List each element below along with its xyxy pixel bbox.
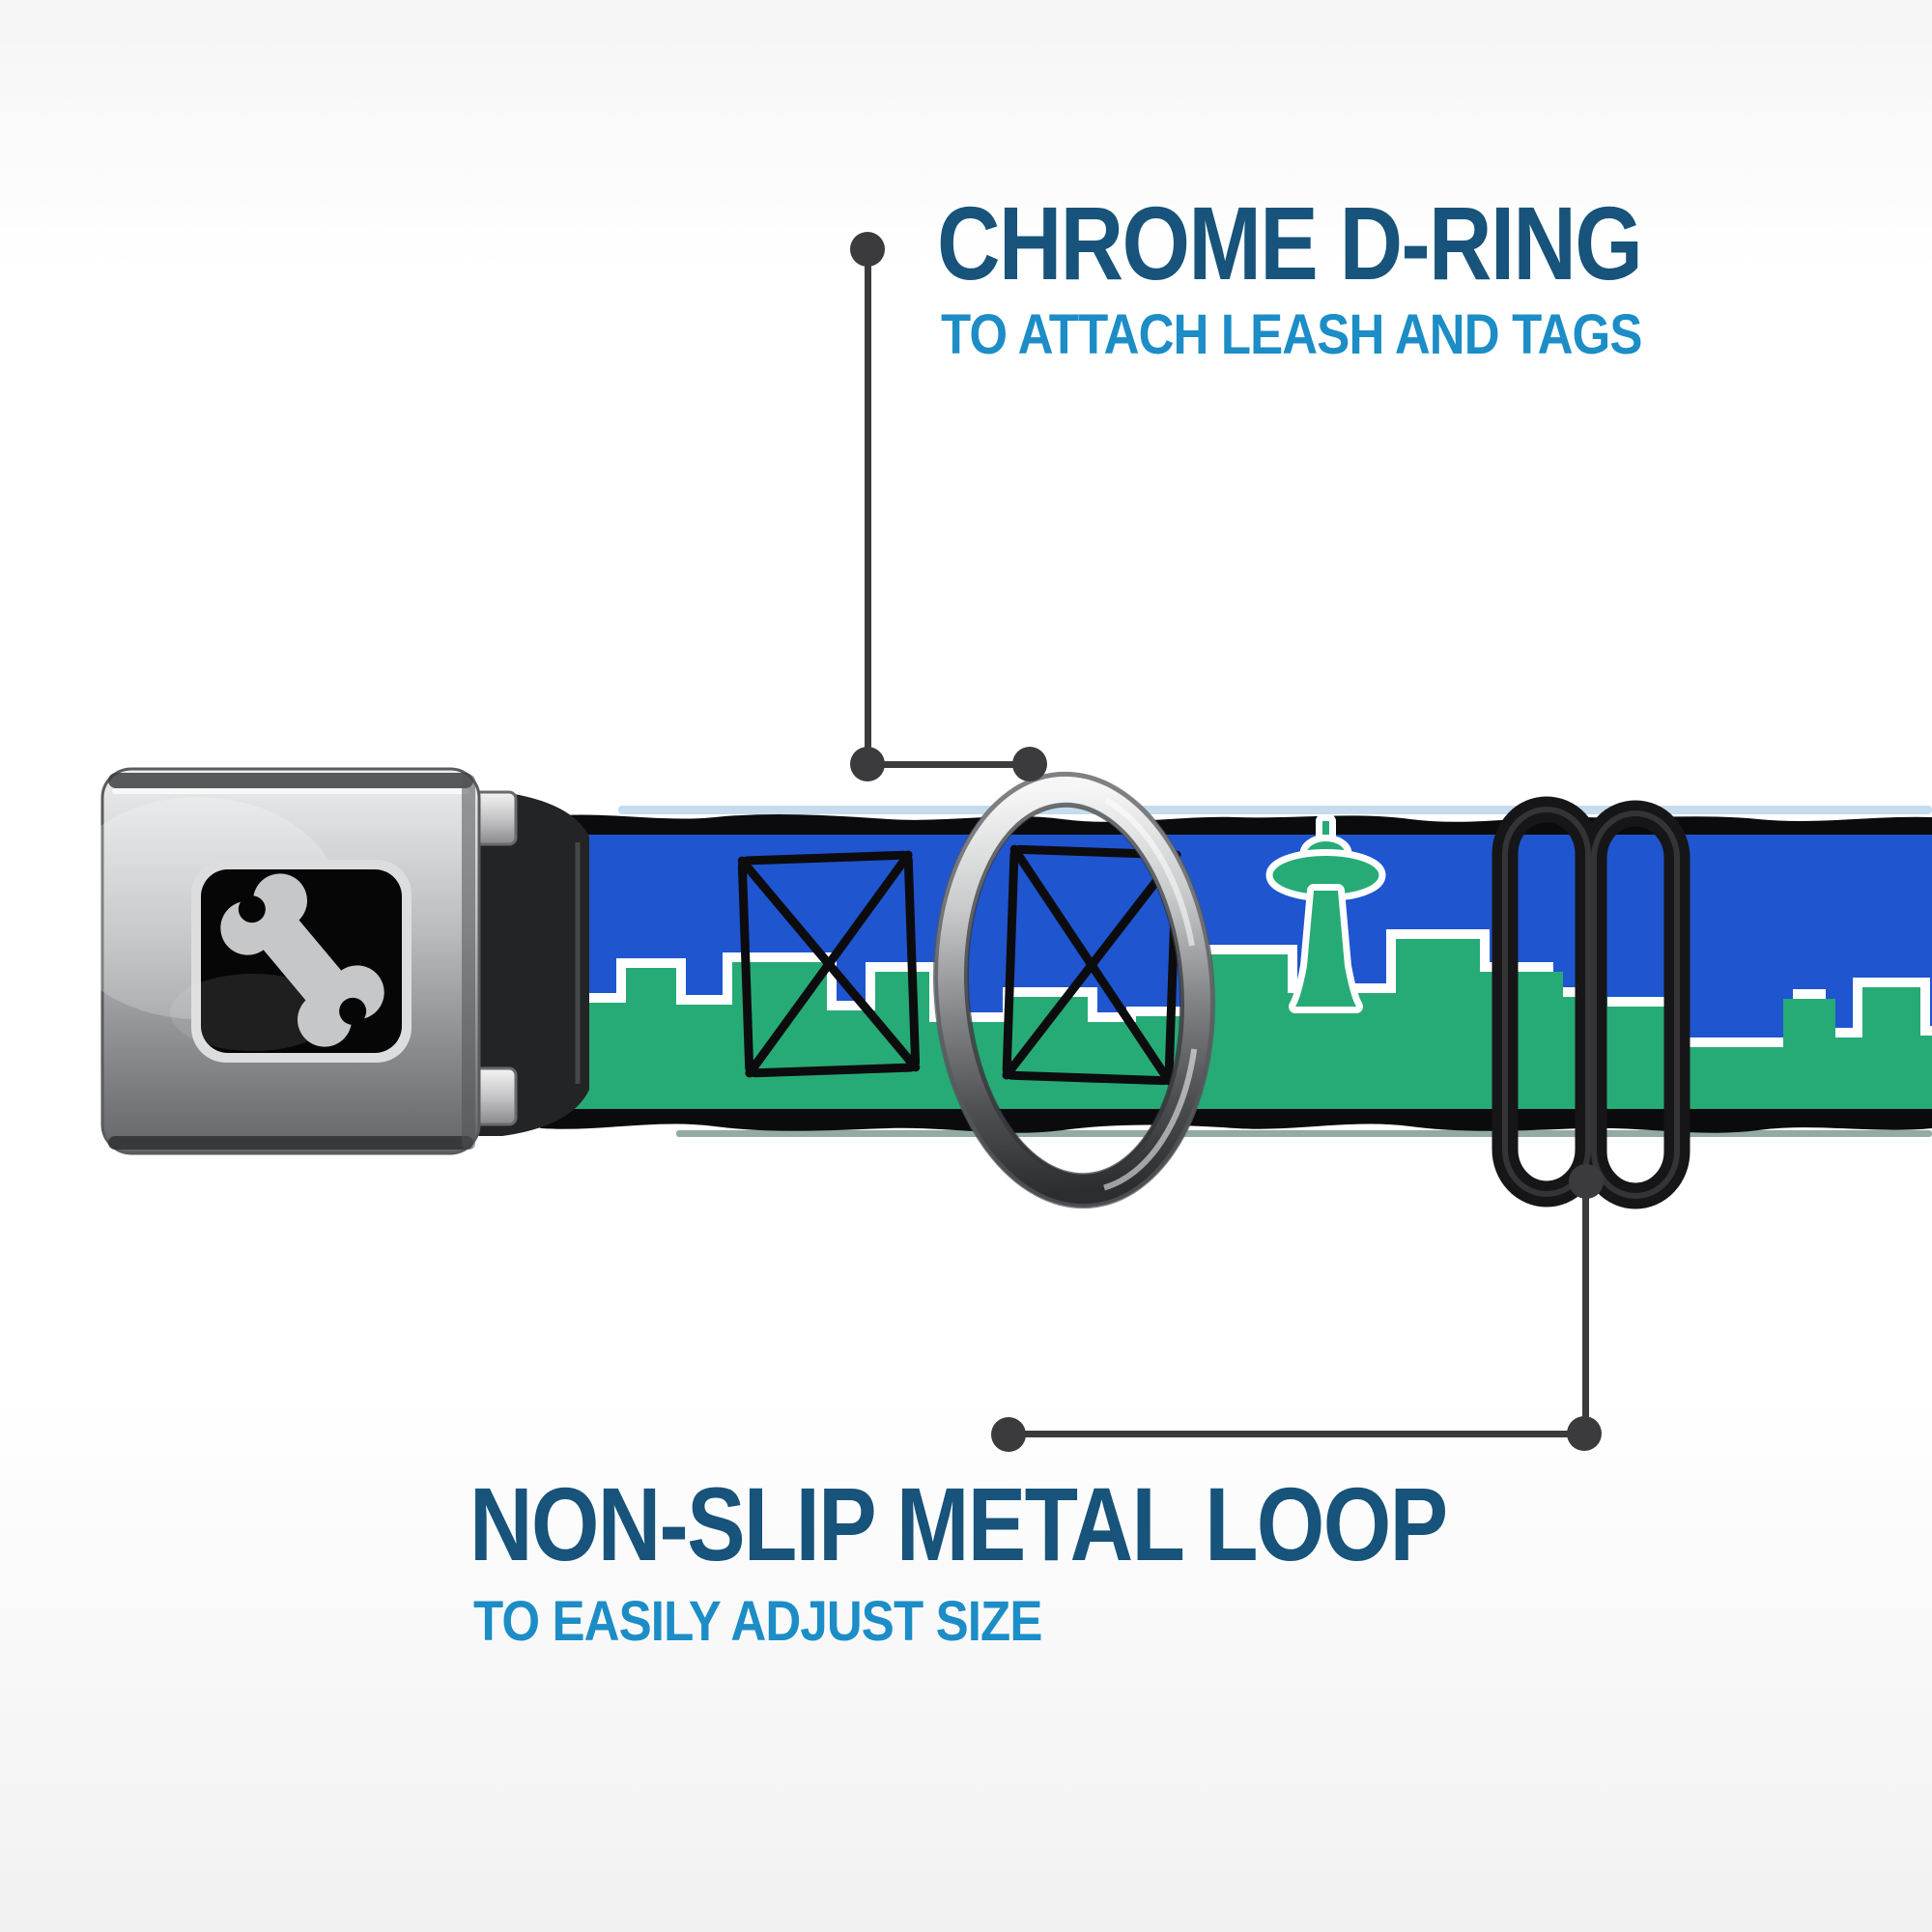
buckle-right-bevel (462, 775, 475, 1150)
metal-loop-callout-vertical-line (1582, 1181, 1589, 1434)
seatbelt-buckle (53, 767, 589, 1155)
metal-loop-callout-dot-end (991, 1417, 1026, 1452)
chrome-d-ring (932, 771, 1216, 1209)
collar-webbing (526, 806, 1932, 1137)
d-ring-callout-subtitle: TO ATTACH LEASH AND TAGS (941, 303, 1642, 366)
d-ring-callout-dot-corner (850, 747, 885, 781)
box-x-stitch-left (737, 850, 921, 1078)
metal-loop-callout-dot-corner (1567, 1416, 1602, 1451)
window-gloss (170, 974, 336, 1051)
d-ring-callout-dot-target (1012, 747, 1047, 781)
metal-loop-callout-horizontal-line (1009, 1431, 1584, 1437)
non-slip-metal-loop (1492, 796, 1690, 1209)
buckle-top-shine (112, 788, 469, 794)
webbing-top-highlight (618, 806, 1932, 814)
d-ring-callout-title: CHROME D-RING (937, 185, 1643, 301)
metal-loop-callout-title: NON-SLIP METAL LOOP (469, 1465, 1448, 1582)
metal-loop-callout-dot-top (1569, 1164, 1604, 1199)
d-ring-callout-vertical-line (865, 249, 871, 764)
buckle-bottom-bevel (108, 1136, 473, 1150)
buckle-top-bevel (108, 773, 473, 788)
space-needle-icon (1265, 814, 1386, 1013)
d-ring-callout-horizontal-line (867, 761, 1030, 768)
box-x-stitch-right (1002, 844, 1181, 1086)
dog-bone-icon (220, 873, 384, 1047)
metal-loop-callout-subtitle: TO EASILY ADJUST SIZE (473, 1590, 1042, 1653)
d-ring-callout-dot-top (850, 232, 885, 267)
